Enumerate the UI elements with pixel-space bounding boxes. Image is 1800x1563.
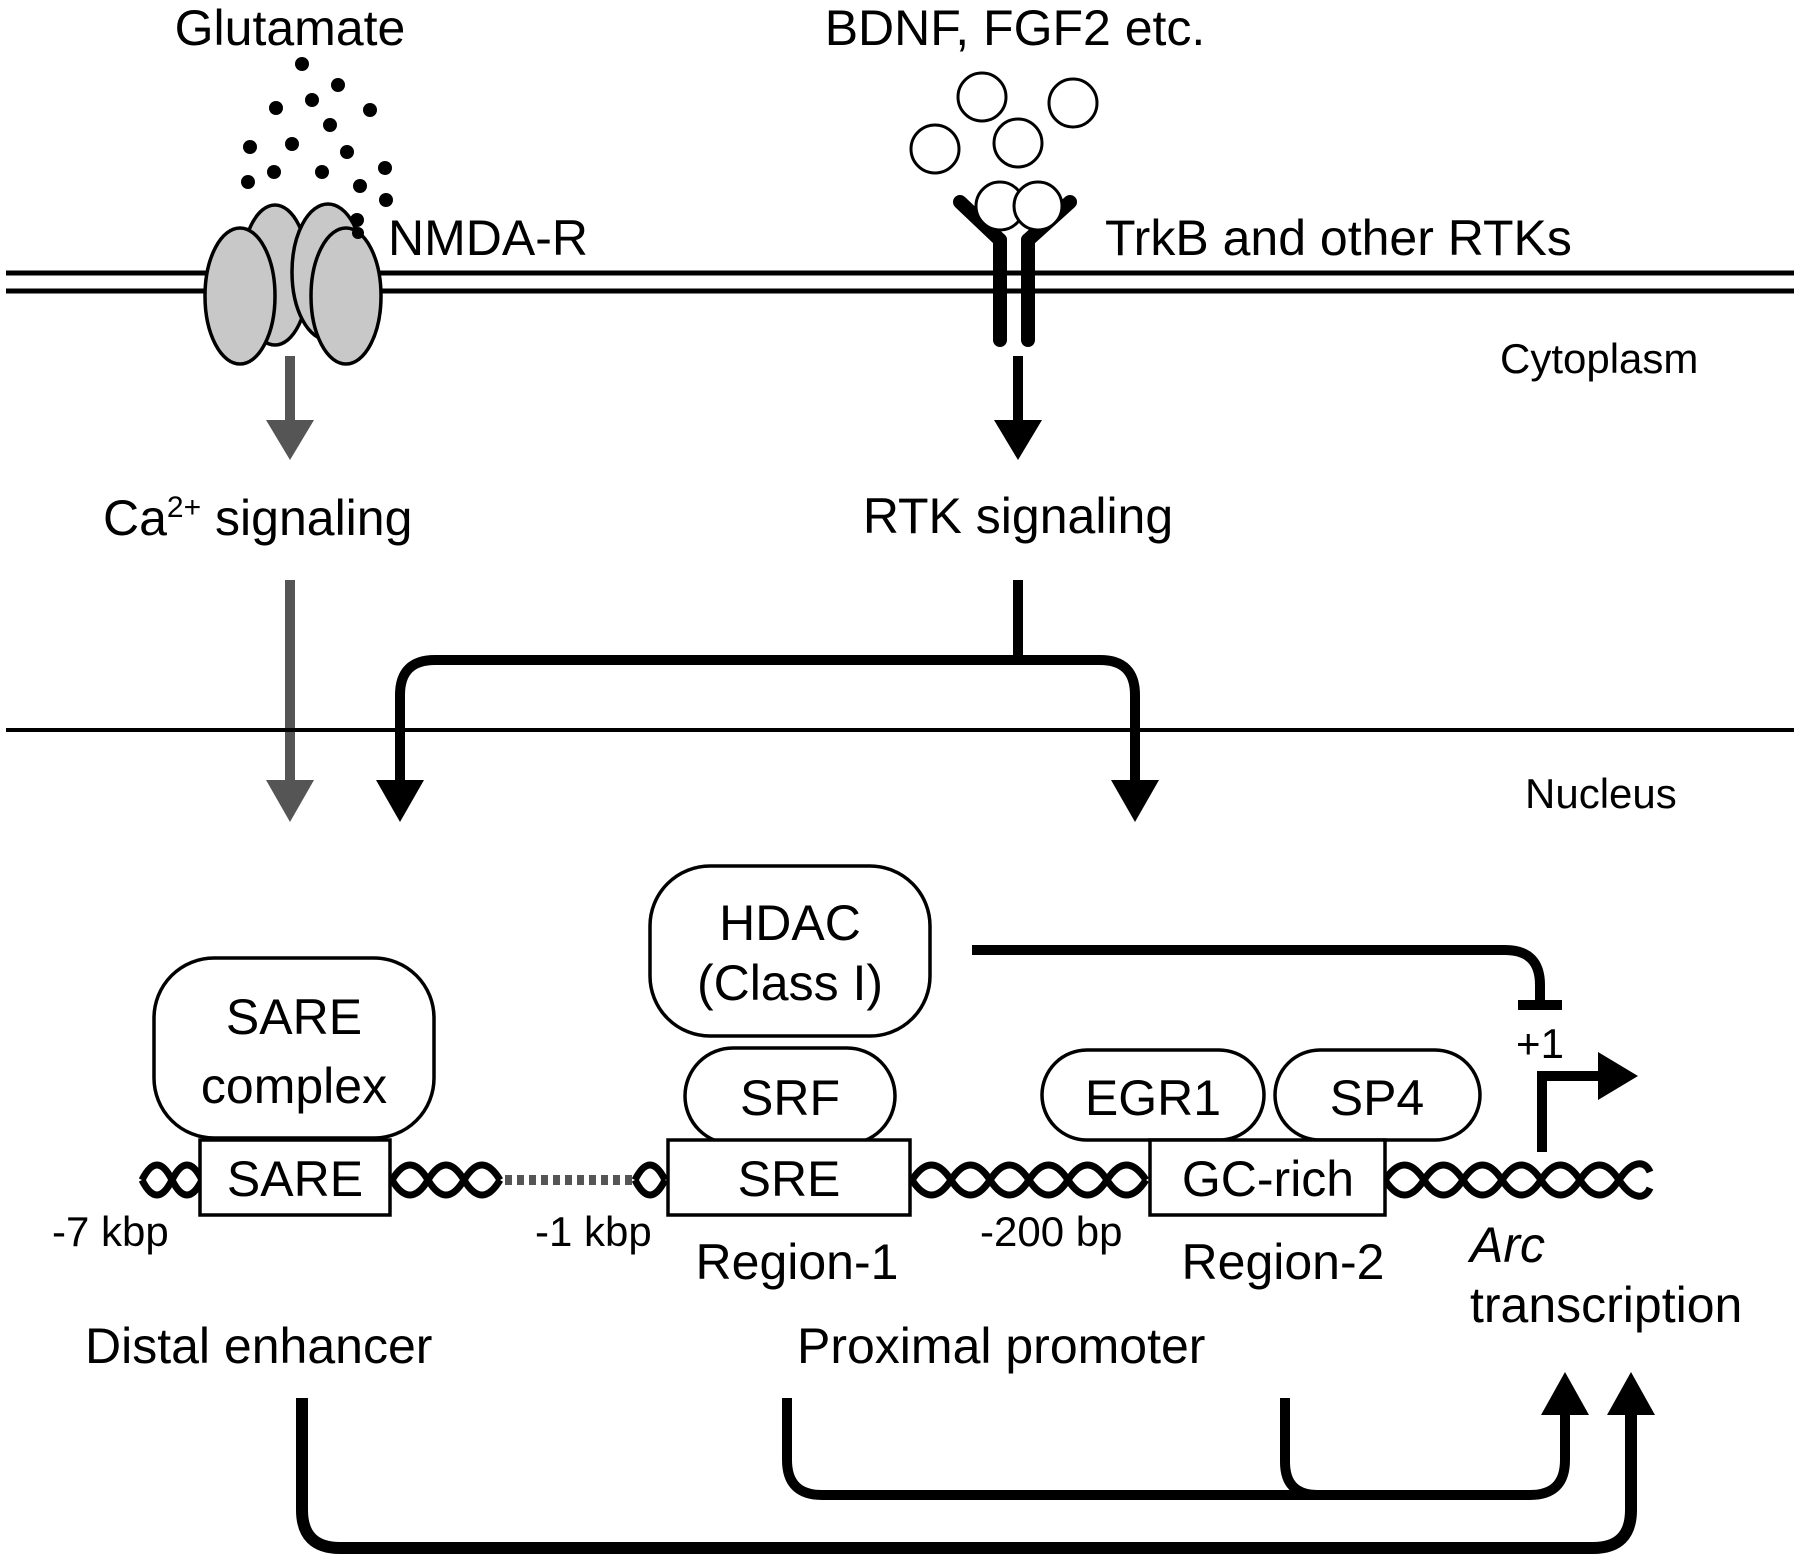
plus1-label: +1 [1516, 1020, 1564, 1067]
sare-complex-label-line1: SARE [226, 989, 362, 1045]
rtk-bracket-arrow [376, 580, 1159, 822]
proximal-to-arc-arrow [782, 1372, 1589, 1500]
rtk-signaling-label: RTK signaling [863, 488, 1173, 544]
ca-arrow-upper [266, 356, 314, 460]
ca-arrow-lower [266, 580, 314, 822]
ca-signaling-label: Ca2+ signaling [103, 490, 412, 546]
proximal-promoter-label: Proximal promoter [797, 1318, 1205, 1374]
hdac-label-line2: (Class I) [697, 955, 883, 1011]
tss-arrow [1537, 1052, 1638, 1152]
bound-growth-factors [974, 180, 1064, 232]
growth-factors-label: BDNF, FGF2 etc. [825, 0, 1206, 56]
minus-200bp-label: -200 bp [980, 1208, 1122, 1255]
distal-enhancer-label: Distal enhancer [85, 1318, 432, 1374]
region2-label: Region-2 [1182, 1234, 1385, 1290]
region1-label: Region-1 [696, 1234, 899, 1290]
minus-7kbp-label: -7 kbp [52, 1208, 169, 1255]
hdac-inhibition [972, 945, 1562, 1010]
sare-element-label: SARE [227, 1151, 363, 1207]
gc-rich-element-label: GC-rich [1182, 1151, 1354, 1207]
sare-complex [152, 956, 436, 1140]
hdac-label-line1: HDAC [719, 895, 861, 951]
cytoplasm-label: Cytoplasm [1500, 335, 1698, 382]
sare-complex-label-line2: complex [201, 1058, 387, 1114]
rtk-arrow-upper [994, 356, 1042, 460]
gc-rich-element [1148, 1138, 1387, 1217]
glutamate-label: Glutamate [175, 0, 406, 56]
distal-to-arc-arrow [296, 1372, 1655, 1554]
egr1-label: EGR1 [1085, 1070, 1221, 1126]
bound-glutamate [352, 227, 364, 239]
sre-element-label: SRE [738, 1151, 841, 1207]
transcription-label: transcription [1470, 1277, 1742, 1333]
arc-gene-label: Arc [1467, 1217, 1545, 1273]
nucleus-label: Nucleus [1525, 770, 1677, 817]
growth-factor-molecules [909, 71, 1099, 175]
trkb-label: TrkB and other RTKs [1105, 210, 1572, 266]
srf-label: SRF [740, 1070, 840, 1126]
minus-1kbp-label: -1 kbp [535, 1208, 652, 1255]
sre-element [666, 1138, 912, 1217]
hdac [648, 864, 932, 1038]
sare-element [198, 1138, 392, 1217]
dna-strand [138, 1160, 1654, 1200]
glutamate-molecules [241, 57, 393, 261]
sp4-label: SP4 [1330, 1070, 1425, 1126]
nmda-label: NMDA-R [388, 210, 588, 266]
nmda-receptor [203, 202, 383, 366]
